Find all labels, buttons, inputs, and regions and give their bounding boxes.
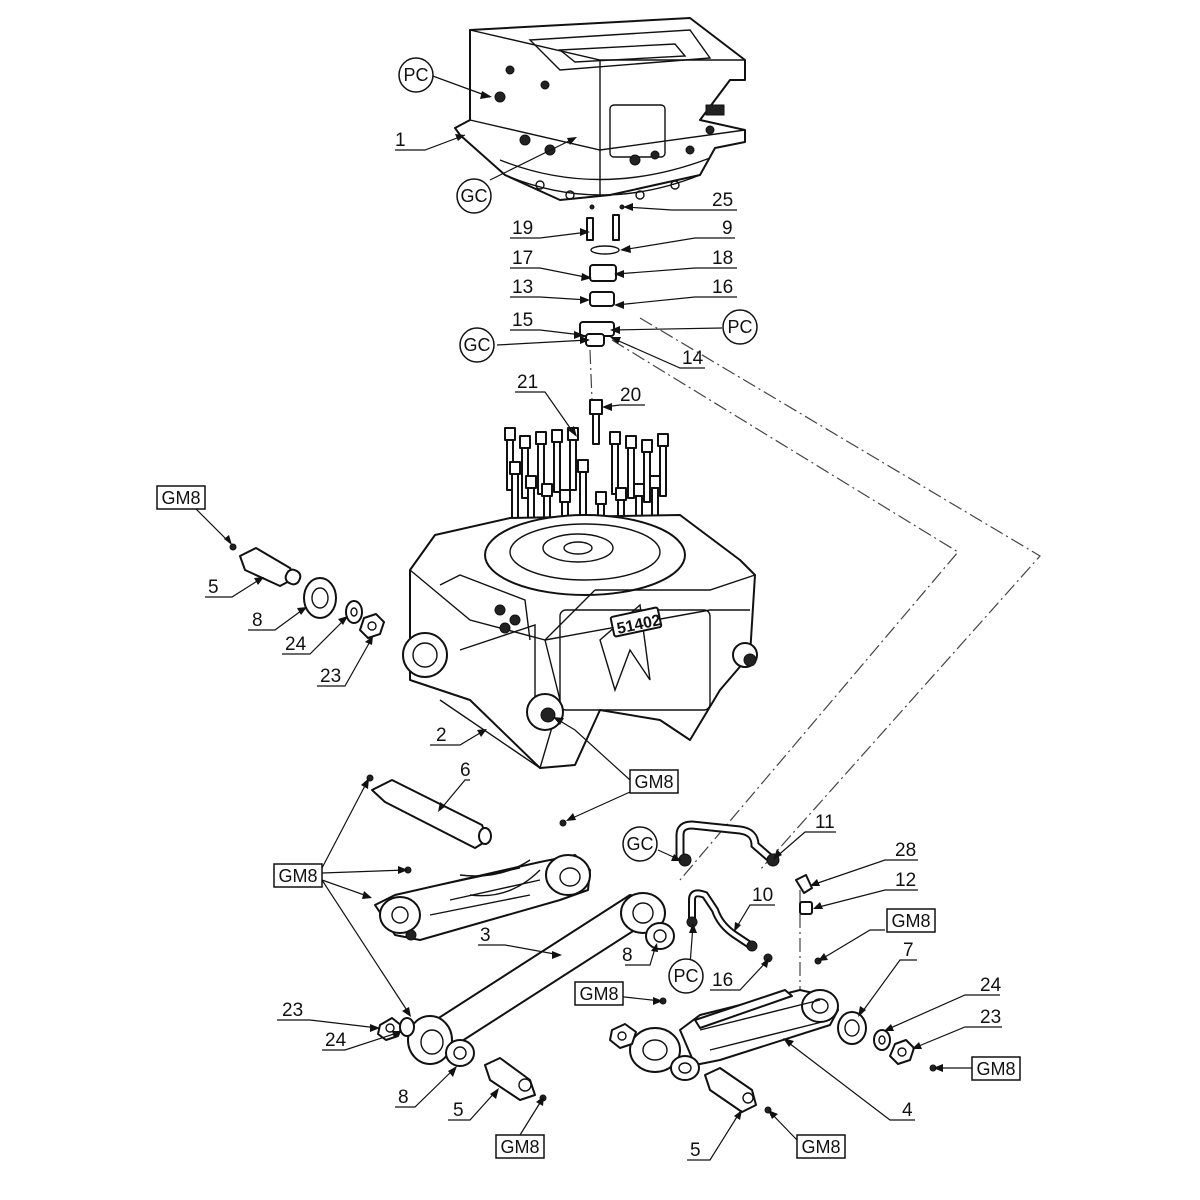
callout-8-mid: 8 (622, 945, 633, 966)
tag-pc-low: PC (673, 966, 698, 986)
tag-gm8-h: GM8 (801, 1137, 840, 1157)
tag-gm8-d: GM8 (579, 984, 618, 1004)
left-pin-assembly (229, 543, 385, 639)
callout-16-low: 16 (712, 970, 733, 991)
callout-16-top: 16 (712, 277, 733, 298)
callout-5-low: 5 (453, 1100, 464, 1121)
callout-8-top: 8 (252, 610, 263, 631)
callout-11: 11 (815, 812, 835, 833)
callout-24-top: 24 (285, 634, 307, 655)
hose-route-line-d (589, 349, 593, 401)
tag-gc-low: GC (627, 834, 654, 854)
part-3-link-arm (377, 892, 675, 1102)
box-tags: GM8 GM8 GM8 GM8 GM8 GM8 GM8 GM8 (156, 485, 1021, 1159)
callout-23-left: 23 (282, 1000, 303, 1021)
callout-23-right: 23 (980, 1007, 1001, 1028)
fittings-28-12 (795, 874, 813, 915)
tag-gm8-c: GM8 (278, 866, 317, 886)
tag-gm8-f: GM8 (976, 1059, 1015, 1079)
callout-20: 20 (620, 385, 641, 406)
upper-cylinder-assembly (374, 819, 591, 941)
tag-pc-top: PC (403, 65, 428, 85)
callout-15: 15 (512, 310, 533, 331)
callout-9: 9 (722, 218, 733, 239)
callout-23-top: 23 (320, 666, 341, 687)
callout-3: 3 (480, 925, 491, 946)
tag-gc-mid: GC (464, 335, 491, 355)
fitting-stack (579, 204, 625, 347)
callout-labels: 1 25 19 9 17 18 13 16 15 14 21 20 5 8 24… (208, 130, 1002, 1161)
callout-25: 25 (712, 190, 733, 211)
callout-14: 14 (682, 348, 704, 369)
callout-5-right: 5 (690, 1140, 701, 1161)
part-1-top-housing (454, 17, 746, 201)
tag-gm8-g: GM8 (500, 1137, 539, 1157)
callout-21: 21 (517, 372, 538, 393)
tag-pc-mid: PC (727, 317, 752, 337)
callout-12: 12 (895, 870, 916, 891)
part-6-long-pin (366, 774, 492, 849)
callout-13: 13 (512, 277, 533, 298)
part-4-cylinder (609, 957, 937, 1114)
callout-7: 7 (903, 940, 914, 961)
callout-28: 28 (895, 840, 916, 861)
part-2-rotator-body: 51402 (402, 514, 758, 769)
hose-11 (675, 820, 780, 867)
tag-gc-top: GC (461, 186, 488, 206)
callout-19: 19 (512, 218, 533, 239)
callout-2: 2 (436, 725, 447, 746)
circle-tags: PC GC PC GC GC PC (398, 57, 758, 994)
hose-10 (686, 889, 773, 963)
callout-8-low: 8 (398, 1087, 409, 1108)
callout-5-top: 5 (208, 577, 219, 598)
callout-1: 1 (395, 130, 406, 151)
callout-24-right: 24 (980, 975, 1002, 996)
callout-18: 18 (712, 248, 733, 269)
tag-gm8-b: GM8 (634, 772, 673, 792)
callout-24-left: 24 (325, 1030, 347, 1051)
callout-6: 6 (460, 760, 471, 781)
tag-gm8-e: GM8 (891, 911, 930, 931)
logo-mark (599, 603, 651, 693)
callout-10: 10 (752, 885, 773, 906)
tag-gm8-a: GM8 (161, 488, 200, 508)
callout-17: 17 (512, 248, 533, 269)
callout-4: 4 (902, 1100, 913, 1121)
hose-route-line-b (639, 317, 1041, 871)
